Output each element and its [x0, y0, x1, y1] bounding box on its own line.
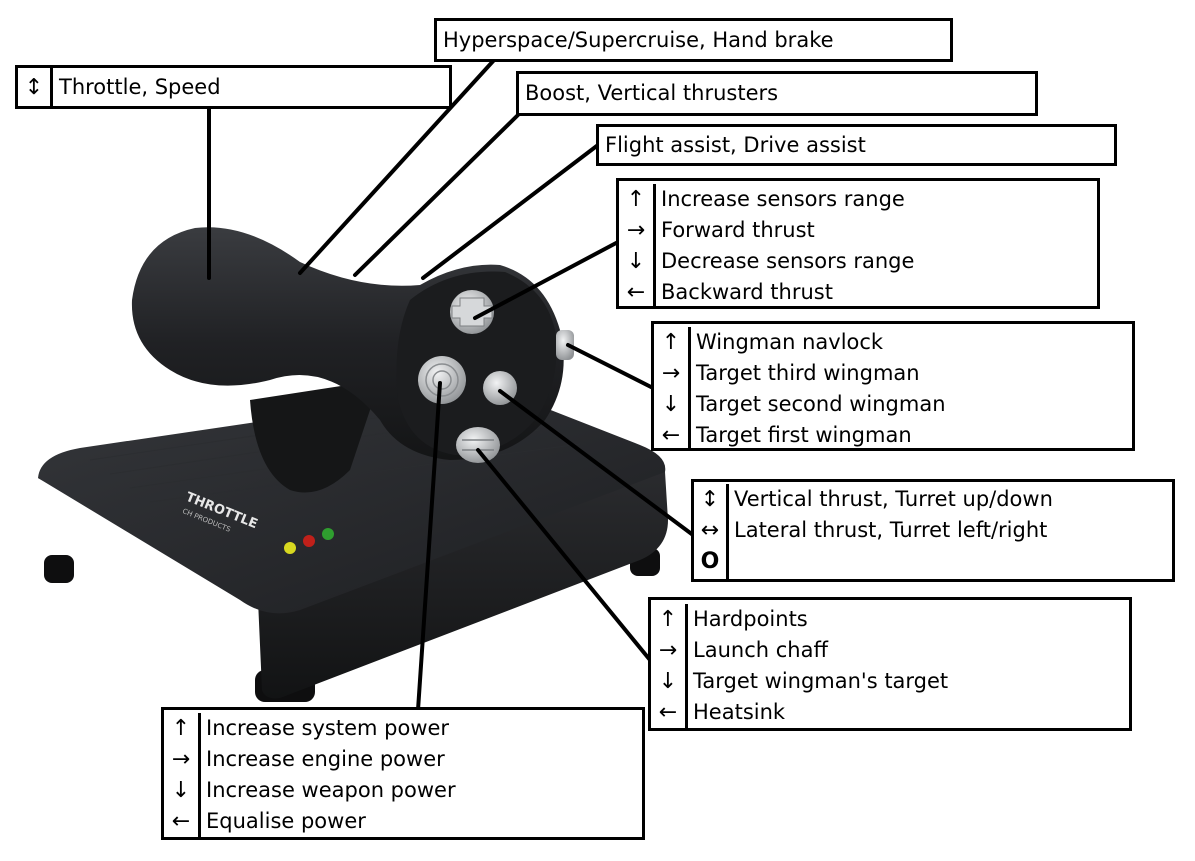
left-arrow-icon: ←: [171, 809, 191, 834]
label-row: Target third wingman: [696, 361, 920, 385]
label-row: Increase weapon power: [206, 778, 456, 802]
label-flight-assist: Flight assist, Drive assist: [596, 124, 1117, 166]
label-row: Target first wingman: [696, 423, 912, 447]
right-arrow-icon: →: [171, 747, 191, 772]
label-row: Hardpoints: [693, 607, 808, 631]
label-throttle: ↕ Throttle, Speed: [15, 65, 452, 109]
up-down-arrow-icon: ↕: [24, 74, 44, 100]
label-hyperspace: Hyperspace/Supercruise, Hand brake: [434, 18, 953, 62]
press-button-icon: O: [700, 549, 720, 574]
label-row: Vertical thrust, Turret up/down: [734, 487, 1053, 511]
right-arrow-icon: →: [626, 218, 646, 243]
label-row: Lateral thrust, Turret left/right: [734, 518, 1048, 542]
label-text: Hyperspace/Supercruise, Hand brake: [443, 27, 834, 52]
right-arrow-icon: →: [658, 638, 678, 663]
led-red: [303, 535, 315, 547]
label-hat-sensors: ↑ → ↓ ← Increase sensors range Forward t…: [616, 178, 1100, 309]
label-row: Increase system power: [206, 716, 450, 740]
led-green: [322, 528, 334, 540]
hat-switch-wingman: [556, 330, 574, 360]
label-row: Increase engine power: [206, 747, 445, 771]
label-boost: Boost, Vertical thrusters: [516, 71, 1038, 116]
label-row: Launch chaff: [693, 638, 828, 662]
label-row: Target second wingman: [696, 392, 946, 416]
up-arrow-icon: ↑: [661, 330, 681, 355]
label-text: Throttle, Speed: [59, 74, 221, 99]
right-arrow-icon: →: [661, 361, 681, 386]
label-hat-wingman: ↑ → ↓ ← Wingman navlock Target third win…: [651, 321, 1135, 451]
label-text: Boost, Vertical thrusters: [525, 81, 779, 105]
label-thumbstick: ↕ ↔ O Vertical thrust, Turret up/down La…: [691, 479, 1175, 582]
down-arrow-icon: ↓: [171, 778, 191, 803]
up-arrow-icon: ↑: [658, 607, 678, 632]
up-down-arrow-icon: ↕: [700, 487, 720, 512]
left-right-arrow-icon: ↔: [700, 518, 720, 543]
up-arrow-icon: ↑: [171, 716, 191, 741]
label-text: Flight assist, Drive assist: [605, 132, 866, 157]
label-row: Decrease sensors range: [661, 249, 915, 273]
hat-switch-sensors: [450, 290, 494, 334]
up-arrow-icon: ↑: [626, 187, 646, 212]
label-row: Backward thrust: [661, 280, 833, 304]
base-foot: [44, 555, 74, 583]
label-row: Target wingman's target: [693, 669, 949, 693]
label-row: Heatsink: [693, 700, 786, 724]
hat-switch-hardpoints: [456, 427, 500, 463]
label-row: Increase sensors range: [661, 187, 905, 211]
down-arrow-icon: ↓: [626, 249, 646, 274]
round-button: [483, 371, 517, 405]
left-arrow-icon: ←: [661, 423, 681, 448]
label-row: Forward thrust: [661, 218, 815, 242]
label-row: Equalise power: [206, 809, 366, 833]
down-arrow-icon: ↓: [661, 392, 681, 417]
label-hat-power: ↑ → ↓ ← Increase system power Increase e…: [161, 707, 645, 840]
label-hat-hardpoints: ↑ → ↓ ← Hardpoints Launch chaff Target w…: [648, 597, 1132, 731]
led-yellow: [284, 542, 296, 554]
label-row: Wingman navlock: [696, 330, 884, 354]
down-arrow-icon: ↓: [658, 669, 678, 694]
thumbstick-button: [418, 356, 466, 404]
left-arrow-icon: ←: [658, 700, 678, 725]
left-arrow-icon: ←: [626, 280, 646, 305]
grip-stem: [250, 380, 380, 493]
